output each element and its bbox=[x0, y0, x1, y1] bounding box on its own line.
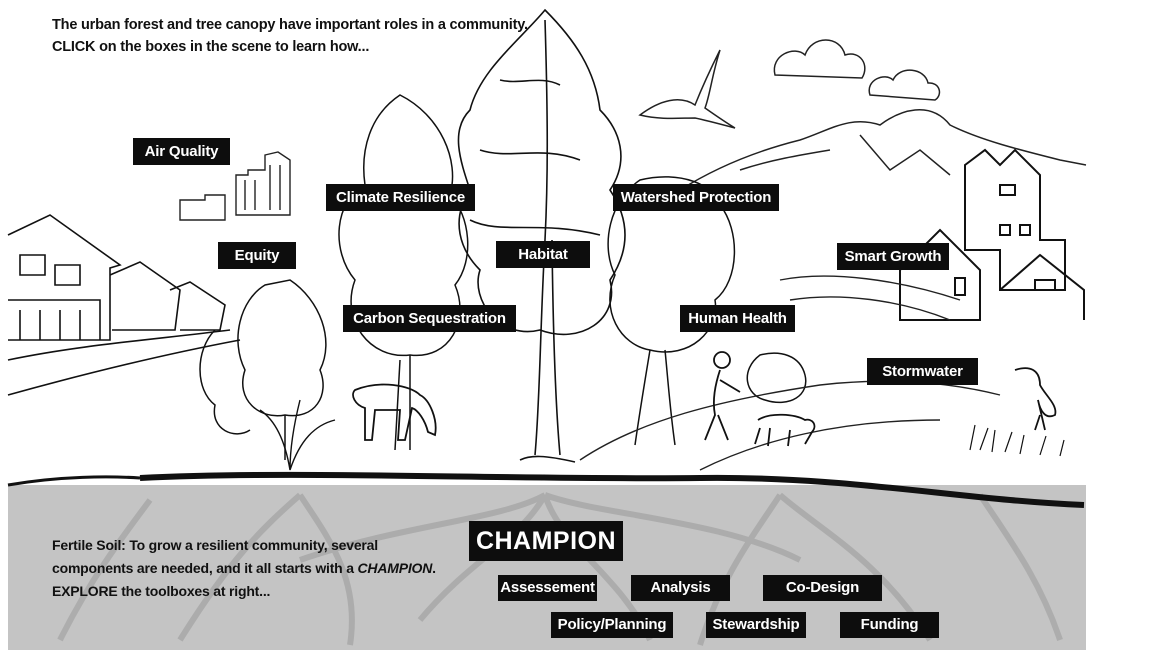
ferns bbox=[259, 399, 336, 471]
smart-growth-button[interactable]: Smart Growth bbox=[837, 243, 949, 270]
funding-button[interactable]: Funding bbox=[840, 612, 939, 638]
climate-resilience-button[interactable]: Climate Resilience bbox=[326, 184, 475, 211]
left-houses bbox=[7, 214, 241, 396]
soil-line-2-prefix: components are needed, and it all starts… bbox=[52, 560, 354, 576]
central-tree bbox=[457, 8, 626, 463]
intro-line-1: The urban forest and tree canopy have im… bbox=[52, 17, 528, 33]
clouds bbox=[773, 39, 941, 101]
deer bbox=[352, 383, 437, 441]
hawk bbox=[638, 49, 736, 129]
walker-and-dog bbox=[704, 351, 816, 447]
stewardship-button[interactable]: Stewardship bbox=[706, 612, 806, 638]
carbon-sequestration-button[interactable]: Carbon Sequestration bbox=[343, 305, 516, 332]
heron bbox=[1014, 367, 1057, 431]
city-buildings bbox=[179, 151, 291, 221]
habitat-button[interactable]: Habitat bbox=[496, 241, 590, 268]
grass bbox=[969, 424, 1065, 457]
champion-button[interactable]: CHAMPION bbox=[469, 521, 623, 561]
soil-line-2: components are needed, and it all starts… bbox=[52, 557, 452, 580]
policy-planning-button[interactable]: Policy/Planning bbox=[551, 612, 673, 638]
soil-line-2-emphasis: CHAMPION bbox=[357, 560, 433, 576]
air-quality-button[interactable]: Air Quality bbox=[133, 138, 230, 165]
co-design-button[interactable]: Co-Design bbox=[763, 575, 882, 601]
equity-button[interactable]: Equity bbox=[218, 242, 296, 269]
ground-edge bbox=[139, 471, 1085, 508]
left-trees bbox=[199, 94, 469, 460]
intro-instructions: The urban forest and tree canopy have im… bbox=[52, 14, 528, 58]
mountains bbox=[679, 109, 1087, 191]
assessment-button[interactable]: Assessement bbox=[498, 575, 597, 601]
watershed-protection-button[interactable]: Watershed Protection bbox=[613, 184, 779, 211]
right-houses bbox=[899, 148, 1085, 321]
soil-line-1: Fertile Soil: To grow a resilient commun… bbox=[52, 537, 378, 553]
soil-line-2-suffix: . bbox=[432, 560, 436, 576]
stormwater-button[interactable]: Stormwater bbox=[867, 358, 978, 385]
analysis-button[interactable]: Analysis bbox=[631, 575, 730, 601]
intro-line-2: CLICK on the boxes in the scene to learn… bbox=[52, 39, 370, 55]
soil-description: Fertile Soil: To grow a resilient commun… bbox=[52, 534, 452, 603]
human-health-button[interactable]: Human Health bbox=[680, 305, 795, 332]
soil-line-3: EXPLORE the toolboxes at right... bbox=[52, 583, 271, 599]
